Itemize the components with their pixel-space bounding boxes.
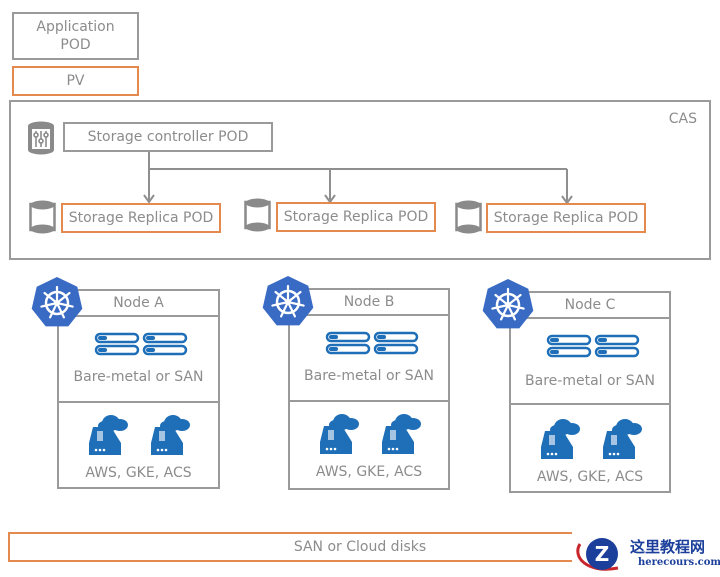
bare-metal-label: Bare-metal or SAN	[304, 368, 434, 384]
bare-metal-section: Bare-metal or SAN	[511, 319, 669, 405]
cas-label: CAS	[668, 111, 697, 127]
svg-text:Z: Z	[595, 542, 610, 566]
database-cylinder-icon	[244, 198, 271, 232]
node-b-title: Node B	[290, 290, 448, 316]
server-rack-icon	[325, 331, 419, 355]
node-c-title: Node C	[511, 293, 669, 319]
cas-container: CAS	[9, 100, 711, 260]
storage-controller-label: Storage controller POD	[87, 129, 249, 145]
bare-metal-label: Bare-metal or SAN	[73, 369, 204, 385]
cloud-label: AWS, GKE, ACS	[85, 465, 192, 481]
cloud-label: AWS, GKE, ACS	[315, 464, 423, 480]
storage-replica-label: Storage Replica POD	[68, 210, 214, 226]
cloud-section: AWS, GKE, ACS	[290, 402, 448, 490]
server-rack-icon	[94, 332, 188, 356]
kubernetes-icon	[482, 279, 534, 329]
node-a: Node A Bare-metal or SAN AWS, GKE, ACS	[57, 289, 220, 489]
storage-replica-pod-1: Storage Replica POD	[61, 203, 221, 233]
database-cylinder-icon	[455, 200, 482, 234]
bare-metal-label: Bare-metal or SAN	[525, 373, 655, 389]
watermark-logo-icon: Z	[576, 538, 619, 571]
storage-replica-pod-2: Storage Replica POD	[276, 202, 436, 232]
legend-pv-label: PV	[66, 73, 85, 89]
cloud-server-icon	[89, 415, 190, 455]
storage-replica-label: Storage Replica POD	[493, 210, 639, 226]
cloud-label: AWS, GKE, ACS	[536, 469, 644, 485]
database-cylinder-icon	[29, 200, 56, 234]
node-b: Node B Bare-metal or SAN AWS, GKE, ACS	[288, 288, 450, 490]
storage-replica-pod-3: Storage Replica POD	[486, 203, 646, 233]
cloud-section: AWS, GKE, ACS	[511, 405, 669, 493]
cloud-section: AWS, GKE, ACS	[59, 403, 218, 491]
legend-application-pod: Application POD	[12, 12, 139, 60]
watermark: Z 这里教程网 herecours.com	[572, 530, 720, 577]
cloud-server-icon	[541, 419, 642, 459]
kubernetes-icon	[262, 276, 314, 326]
node-c: Node C Bare-metal or SAN AWS, GKE, ACS	[509, 291, 671, 493]
storage-controller-pod: Storage controller POD	[63, 122, 273, 152]
legend-pv: PV	[12, 66, 139, 96]
cloud-server-icon	[320, 414, 421, 454]
server-rack-icon	[546, 334, 640, 358]
watermark-title: 这里教程网	[630, 538, 706, 556]
san-or-cloud-disks-label: SAN or Cloud disks	[293, 539, 427, 555]
legend-application-pod-label: Application POD	[36, 19, 115, 53]
bare-metal-section: Bare-metal or SAN	[290, 316, 448, 402]
kubernetes-icon	[31, 277, 83, 327]
watermark-site: herecours.com	[638, 557, 720, 568]
node-a-title: Node A	[59, 291, 218, 317]
bare-metal-section: Bare-metal or SAN	[59, 317, 218, 403]
storage-controller-icon	[28, 121, 54, 155]
storage-replica-label: Storage Replica POD	[283, 209, 429, 225]
